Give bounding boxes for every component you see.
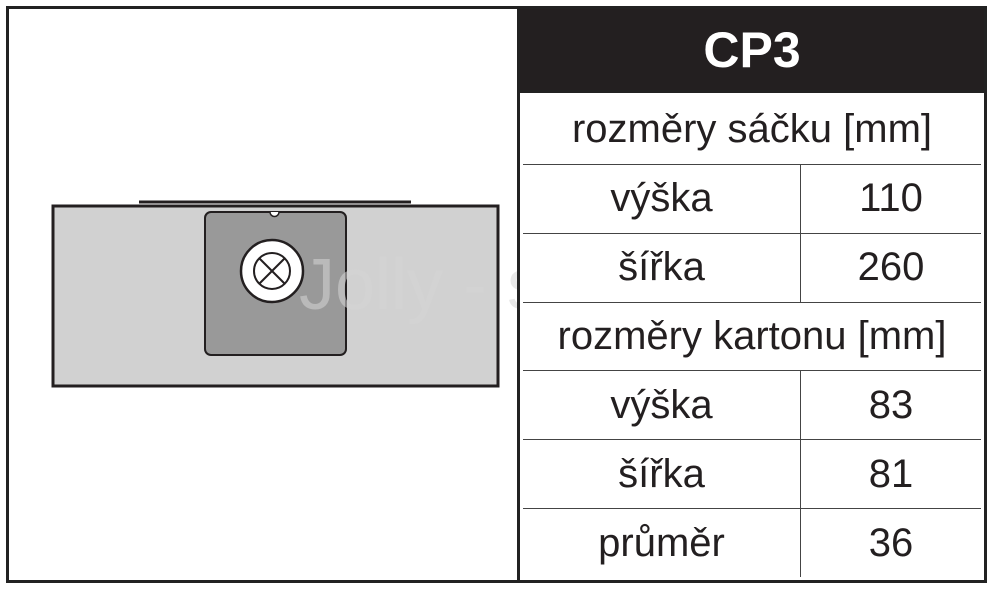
table-row: výška 110	[523, 163, 981, 233]
watermark-text: Jolly - sáčky	[299, 245, 517, 325]
row-label: výška	[523, 371, 801, 440]
row-label: průměr	[523, 509, 801, 578]
row-value: 81	[868, 451, 914, 496]
table-row: šířka 260	[523, 232, 981, 302]
section-heading-text: rozměry kartonu [mm]	[557, 314, 947, 358]
section-heading-bag: rozměry sáčku [mm]	[523, 96, 981, 164]
product-sheet: Jolly - sáčky CP3 rozměry sáčku [mm] výš…	[6, 6, 987, 583]
row-value: 36	[868, 520, 914, 565]
row-value: 83	[868, 382, 914, 427]
row-label: šířka	[523, 440, 801, 509]
table-row: výška 83	[523, 370, 981, 440]
hole-cross-line	[258, 257, 286, 285]
bag-drawing: Jolly - sáčky	[51, 200, 517, 388]
table-row: průměr 36	[523, 508, 981, 578]
row-value: 260	[857, 245, 925, 290]
bag-illustration: Jolly - sáčky	[9, 9, 517, 580]
cardboard-notch	[269, 211, 280, 218]
section-heading-cardboard: rozměry kartonu [mm]	[523, 301, 981, 371]
table-row: šířka 81	[523, 439, 981, 509]
row-label: šířka	[523, 233, 801, 302]
model-title: CP3	[520, 9, 984, 93]
dimension-table-body: rozměry sáčku [mm] výška 110 šířka 260 r…	[520, 93, 984, 580]
row-value: 110	[859, 176, 923, 221]
section-heading-text: rozměry sáčku [mm]	[571, 107, 933, 152]
row-label: výška	[523, 164, 801, 233]
dimension-table: CP3 rozměry sáčku [mm] výška 110 šířka 2…	[517, 9, 984, 580]
